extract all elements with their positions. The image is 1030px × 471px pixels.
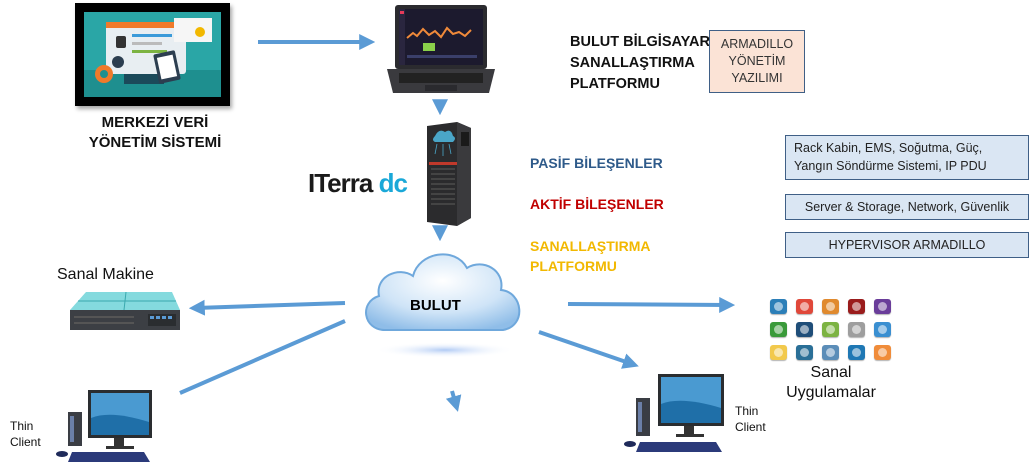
active-components-box: Server & Storage, Network, Güvenlik	[785, 194, 1029, 220]
box-line: YAZILIMI	[731, 71, 783, 85]
label-line: BULUT BİLGİSAYAR	[570, 34, 710, 50]
label-line: YÖNETİM SİSTEMİ	[88, 134, 222, 151]
cloud-platform-label: BULUT BİLGİSAYAR SANALLAŞTIRMA PLATFORMU	[570, 32, 710, 95]
label-line: PLATFORMU	[530, 258, 617, 274]
logo-dc-text: dc	[378, 168, 408, 198]
label-line: Thin	[10, 419, 34, 433]
app-monitor-search-icon	[848, 299, 865, 314]
central-data-management-label: MERKEZİ VERİ YÖNETİM SİSTEMİ	[60, 113, 250, 153]
app-tree-icon	[822, 322, 839, 337]
passive-components-box: Rack Kabin, EMS, Soğutma, Güç, Yangın Sö…	[785, 135, 1029, 180]
app-cable-icon	[822, 345, 839, 360]
iterra-dc-logo: ITerra dc	[308, 168, 408, 199]
app-router-icon	[874, 345, 891, 360]
app-save-icon	[848, 345, 865, 360]
label-line: Thin	[735, 404, 759, 418]
box-line: Rack Kabin, EMS, Soğutma, Güç,	[794, 141, 983, 155]
label-line: SANALLAŞTIRMA	[570, 55, 695, 71]
app-tower-icon	[874, 322, 891, 337]
cloud-label: BULUT	[410, 297, 461, 314]
hypervisor-box: HYPERVISOR ARMADILLO	[785, 232, 1029, 258]
arrow-cloud-to-thin-client-left	[179, 319, 346, 395]
box-line: Yangın Söndürme Sistemi, IP PDU	[794, 159, 987, 173]
monitor-document-icon	[75, 3, 230, 106]
server-icon	[70, 291, 180, 330]
thin-client-left-label: Thin Client	[10, 418, 41, 450]
desktop-computer-icon	[56, 390, 152, 462]
box-line: YÖNETİM	[728, 54, 786, 68]
box-line: ARMADILLO	[720, 37, 794, 51]
label-line: MERKEZİ VERİ	[101, 114, 209, 131]
app-network-icon	[874, 299, 891, 314]
app-search-icon	[822, 299, 839, 314]
armadillo-management-box: ARMADILLO YÖNETİM YAZILIMI	[709, 30, 805, 93]
app-disk-icon	[770, 345, 787, 360]
rack-cabinet-icon	[427, 122, 471, 226]
active-components-label: AKTİF BİLEŞENLER	[530, 196, 664, 212]
app-globe-icon	[770, 322, 787, 337]
arrow-cloud-to-server	[188, 299, 346, 316]
virtual-apps-grid	[770, 299, 896, 361]
cloud-icon	[365, 253, 521, 358]
desktop-computer-icon	[624, 374, 724, 452]
label-line: Client	[735, 420, 766, 434]
label-line: Uygulamalar	[786, 384, 876, 401]
label-line: Sanal	[810, 364, 852, 381]
virtual-apps-label: Sanal Uygulamalar	[770, 363, 892, 403]
app-traffic-light-icon	[848, 322, 865, 337]
app-fan-icon	[770, 299, 787, 314]
app-lock-icon	[796, 322, 813, 337]
label-line: Client	[10, 435, 41, 449]
logo-iterra-text: ITerra	[308, 168, 373, 198]
laptop-dashboard-icon	[387, 5, 495, 93]
arrow-cloud-to-apps	[567, 296, 736, 313]
arrow-cloud-to-thin-client-right	[538, 330, 639, 369]
virtual-machine-label: Sanal Makine	[57, 266, 154, 283]
virtualization-platform-label: SANALLAŞTIRMA PLATFORMU	[530, 236, 680, 276]
thin-client-right-label: Thin Client	[735, 403, 766, 435]
app-firewall-icon	[796, 299, 813, 314]
label-line: SANALLAŞTIRMA	[530, 238, 651, 254]
label-line: PLATFORMU	[570, 76, 660, 92]
passive-components-label: PASİF BİLEŞENLER	[530, 155, 663, 171]
app-wireless-icon	[796, 345, 813, 360]
arrow-cloud-down	[445, 390, 462, 412]
